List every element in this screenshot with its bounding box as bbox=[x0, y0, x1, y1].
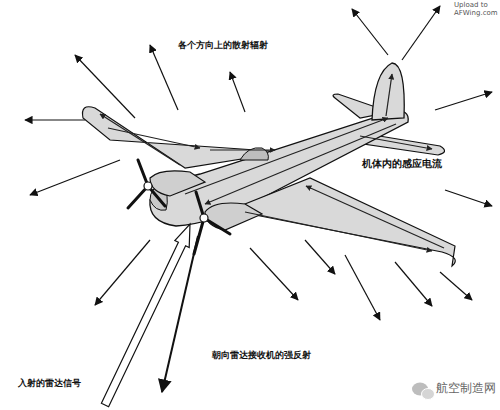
current-arrow bbox=[386, 74, 392, 116]
watermark-text: Upload to AFWing.com bbox=[454, 1, 500, 18]
scatter-arrow bbox=[352, 9, 388, 55]
current-arrow bbox=[245, 212, 432, 251]
scatter-arrow bbox=[25, 119, 85, 120]
scatter-arrow bbox=[445, 190, 492, 206]
propeller-hub bbox=[144, 182, 152, 190]
current-label: 机体内的感应电流 bbox=[362, 158, 482, 170]
right-engine bbox=[205, 203, 262, 230]
scatter-arrow bbox=[345, 255, 380, 320]
scatter-arrow bbox=[150, 45, 178, 110]
scatter-arrow bbox=[30, 160, 120, 195]
scatter-arrow bbox=[230, 72, 245, 112]
current-arrow bbox=[210, 149, 275, 150]
left-propeller bbox=[128, 160, 165, 208]
reflection-label: 朝向雷达接收机的强反射 bbox=[212, 350, 402, 361]
chat-bubble bbox=[422, 389, 435, 400]
current-arrow bbox=[360, 136, 432, 149]
current-arrow bbox=[306, 186, 444, 248]
right-wing bbox=[230, 178, 455, 266]
scatter-arrow bbox=[395, 262, 432, 306]
scatter-arrow bbox=[305, 240, 335, 274]
vertical-fin bbox=[372, 63, 404, 120]
reflection-arrow bbox=[162, 236, 198, 392]
incident-signal-arrow bbox=[101, 224, 190, 407]
current-arrow bbox=[185, 118, 388, 194]
scatter-arrows bbox=[25, 6, 492, 320]
scatter-arrow bbox=[250, 248, 298, 300]
incident-label: 入射的雷达信号 bbox=[18, 378, 148, 389]
scatter-arrow bbox=[95, 240, 150, 305]
scatter-arrow bbox=[402, 6, 440, 60]
propeller-hub bbox=[200, 214, 208, 222]
watermark-text: 航空制造网 bbox=[436, 381, 500, 395]
current-arrow bbox=[100, 114, 180, 165]
watermark-icon bbox=[412, 383, 435, 400]
left-wing bbox=[83, 107, 286, 168]
scatter-arrow bbox=[440, 272, 472, 300]
scatter-arrow bbox=[435, 92, 492, 110]
current-arrow bbox=[108, 128, 200, 148]
scatter-label: 各个方向上的散射辐射 bbox=[178, 40, 348, 51]
